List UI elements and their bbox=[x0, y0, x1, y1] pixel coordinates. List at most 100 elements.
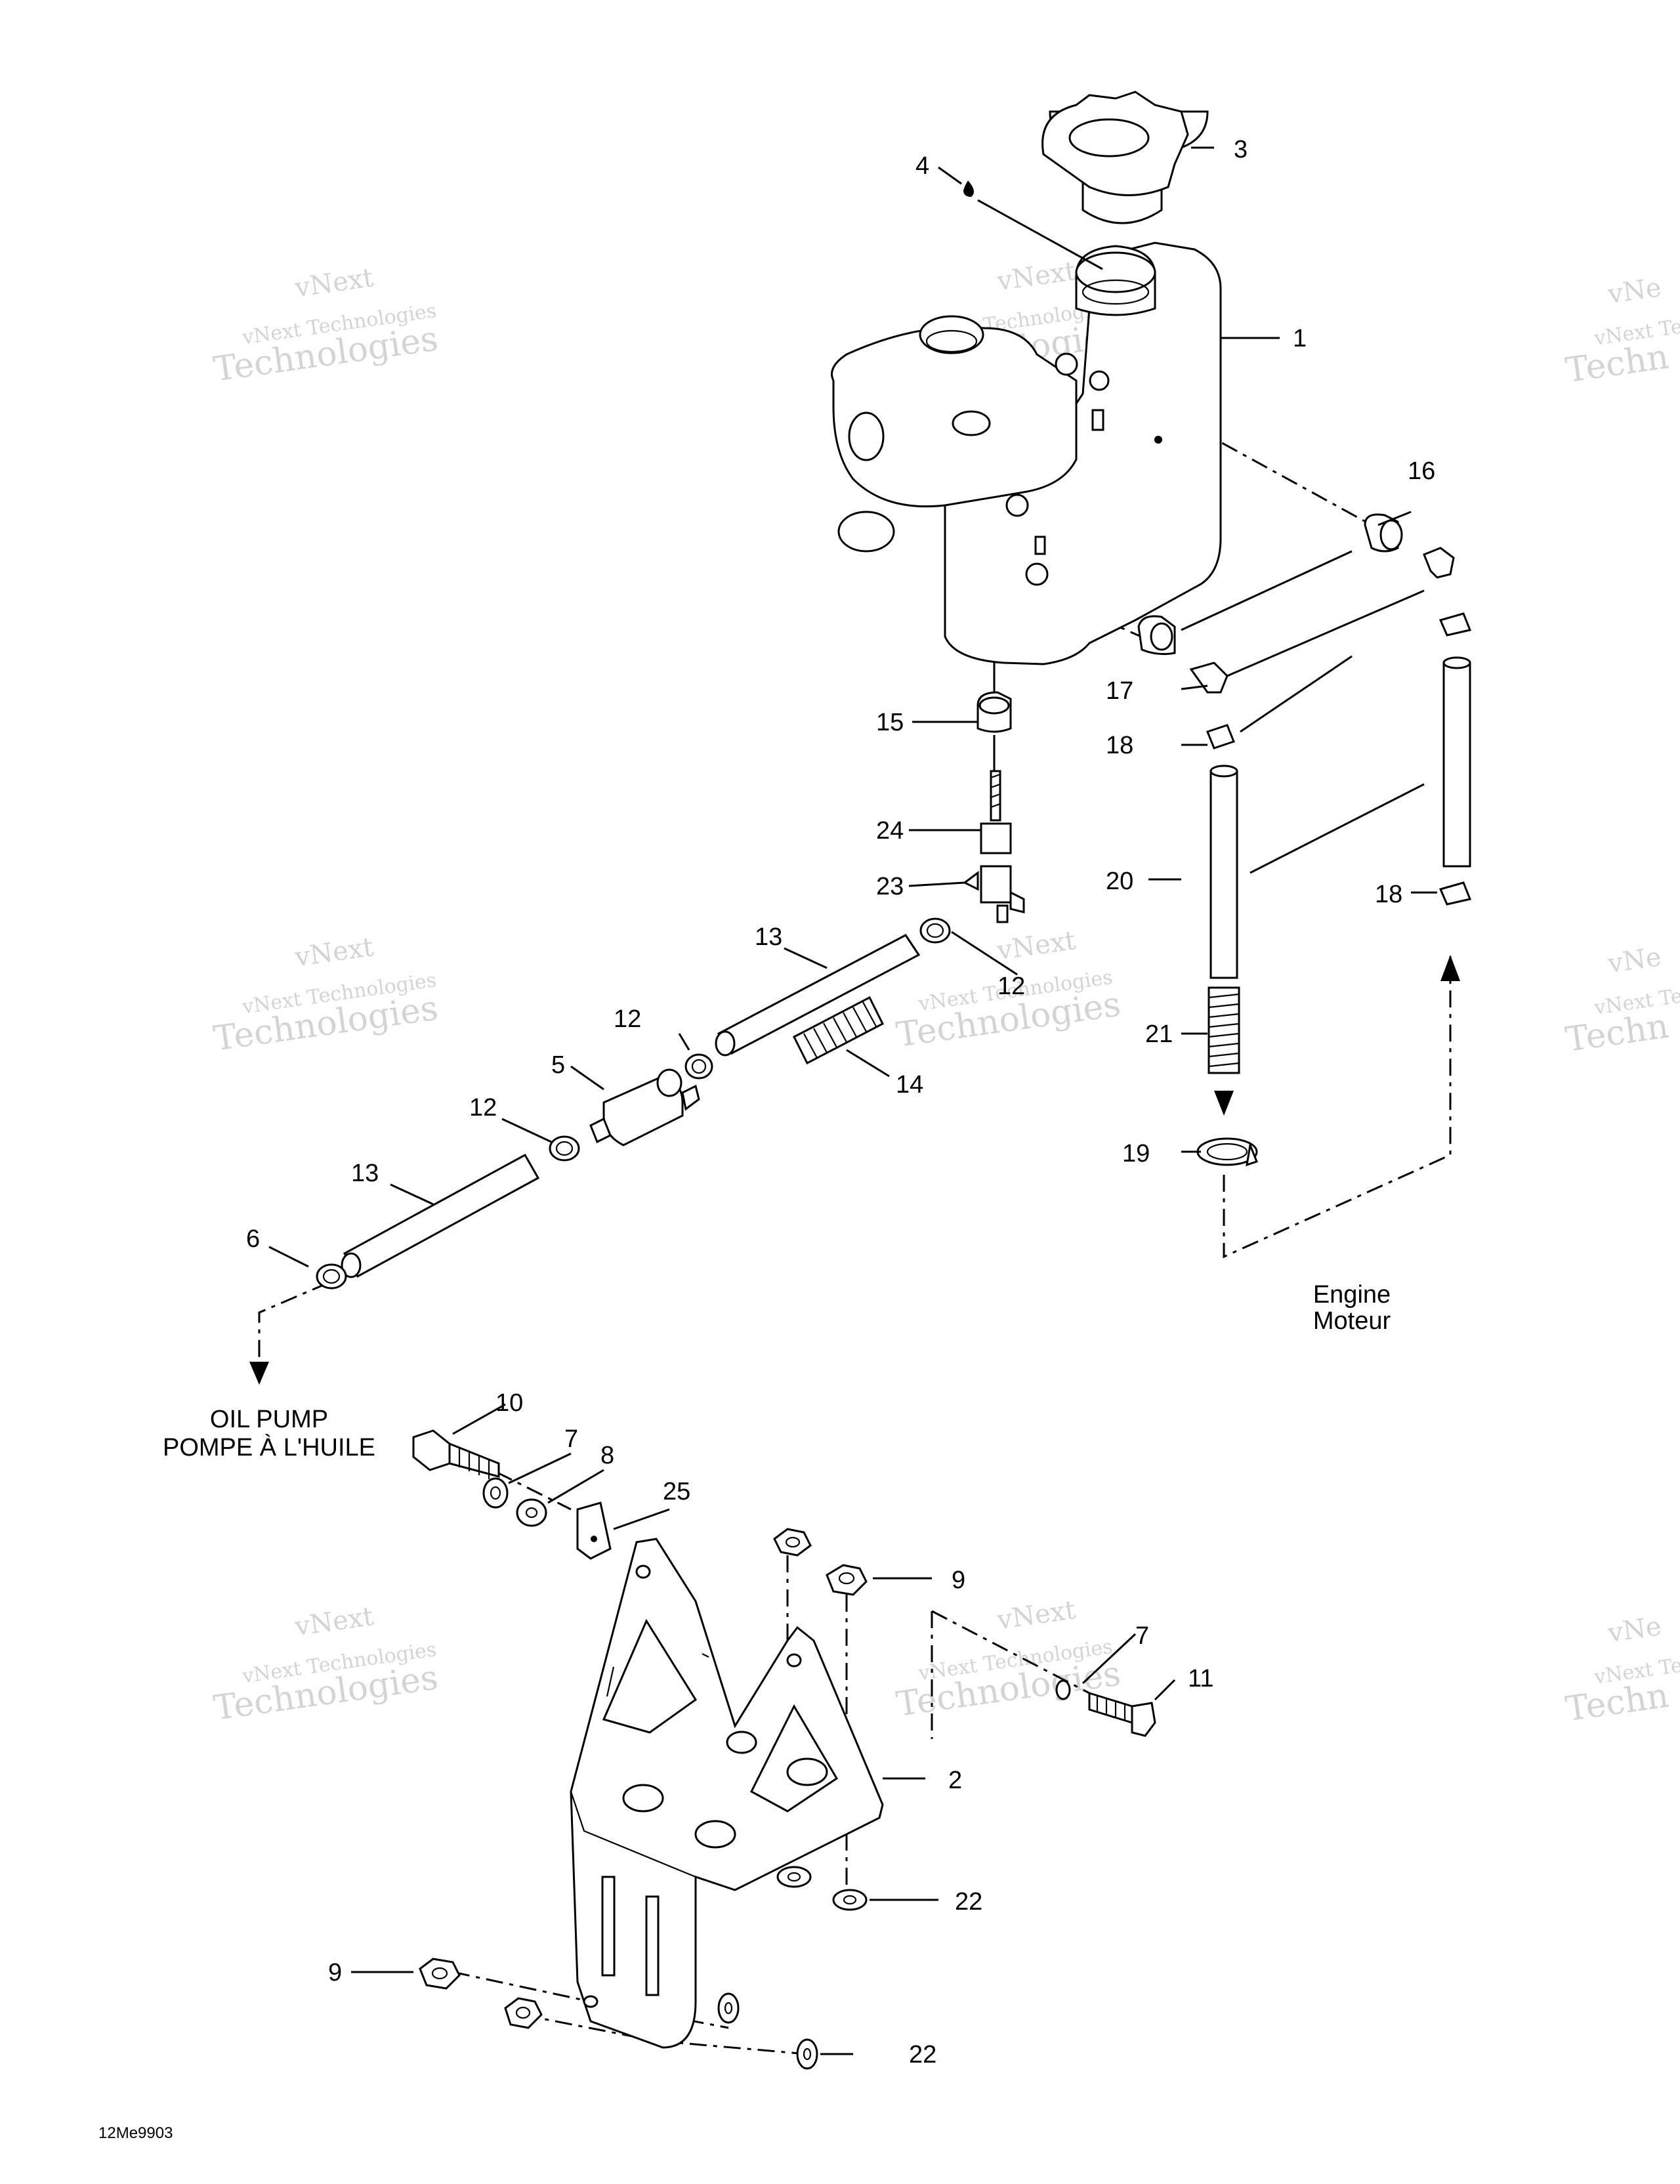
callout-13: 13 bbox=[755, 923, 782, 951]
callout-6: 6 bbox=[246, 1225, 260, 1253]
watermark-text: vNe bbox=[1605, 1611, 1663, 1648]
callout-3: 3 bbox=[1234, 136, 1248, 163]
part-clip-25 bbox=[576, 1502, 612, 1560]
flow-arrows bbox=[249, 955, 1460, 1385]
part-washer-7-right bbox=[1055, 1679, 1071, 1700]
callout-12: 12 bbox=[998, 973, 1025, 1000]
destination-labels: Engine Moteur OIL PUMP POMPE À L'HUILE 1… bbox=[98, 1281, 1391, 2142]
watermark-bottom-right: vNe vNext Tec Techn bbox=[1563, 1611, 1680, 1729]
leader-lines bbox=[268, 146, 1437, 2055]
watermark-top-left: vNext vNext Technologies Technologies bbox=[211, 262, 440, 390]
part-nut-9-bottom-right bbox=[504, 1997, 543, 2029]
callout-23: 23 bbox=[876, 873, 904, 900]
oil-pump-label: OIL PUMP bbox=[210, 1406, 328, 1433]
callout-9: 9 bbox=[952, 1566, 965, 1594]
dashed-line-to-oil-pump bbox=[258, 1282, 329, 1372]
watermark-top-right: vNe vNext Tec Techn bbox=[1563, 272, 1680, 390]
part-drop-icon bbox=[963, 180, 974, 197]
callout-24: 24 bbox=[876, 817, 904, 845]
part-filter-5 bbox=[589, 1068, 700, 1146]
part-grommet-16 bbox=[1364, 513, 1403, 553]
part-washer-7 bbox=[482, 1477, 509, 1509]
watermark-text: vNext bbox=[995, 1595, 1078, 1635]
callout-7: 7 bbox=[564, 1425, 578, 1453]
callout-labels: 3 4 1 16 17 18 20 18 21 19 15 24 23 13 1… bbox=[246, 136, 1435, 2068]
watermark-mid-right: vNe vNext Tec Techn bbox=[1563, 942, 1680, 1060]
callout-12: 12 bbox=[614, 1005, 641, 1033]
watermark-text: vNext bbox=[995, 925, 1078, 966]
part-grommet-17 bbox=[1137, 615, 1228, 694]
watermark-text: vNext bbox=[995, 256, 1078, 297]
arrow-down-icon bbox=[249, 1362, 269, 1385]
part-washer-22-bottom-left bbox=[717, 1992, 740, 2024]
part-hose-13-upper bbox=[715, 934, 921, 1057]
dashed-line-bolt-11 bbox=[931, 1610, 1090, 1739]
part-washer-8 bbox=[516, 1498, 547, 1527]
part-bolt-11 bbox=[1088, 1691, 1156, 1737]
callout-19: 19 bbox=[1122, 1140, 1150, 1167]
part-nut-9-bottom-left bbox=[419, 1958, 461, 1990]
part-nut-9-top-left bbox=[773, 1528, 812, 1557]
watermark-bottom-left: vNext vNext Technologies Technologies bbox=[211, 1601, 440, 1729]
part-spring-21 bbox=[1208, 986, 1240, 1074]
part-clamp-12-mid bbox=[684, 1053, 713, 1080]
watermark-text: Techn bbox=[1563, 1676, 1671, 1729]
callout-5: 5 bbox=[551, 1051, 565, 1079]
part-hose-20 bbox=[1209, 765, 1238, 979]
callout-10: 10 bbox=[495, 1389, 523, 1417]
callout-25: 25 bbox=[663, 1478, 690, 1505]
watermark-text: vNext bbox=[293, 262, 375, 303]
callout-18: 18 bbox=[1375, 881, 1402, 908]
part-right-hose bbox=[1438, 612, 1472, 906]
watermark-bottom-center: vNext vNext Technologies Technologies bbox=[894, 1595, 1123, 1725]
callout-11: 11 bbox=[1188, 1665, 1213, 1692]
callout-12: 12 bbox=[469, 1094, 497, 1122]
engine-label: Engine bbox=[1313, 1281, 1391, 1309]
part-fitting-24 bbox=[980, 770, 1012, 854]
part-oil-tank bbox=[831, 242, 1222, 665]
callout-16: 16 bbox=[1408, 457, 1435, 485]
part-elbow-16 bbox=[1423, 547, 1455, 579]
part-filler-cap bbox=[1041, 91, 1209, 224]
part-clamp-12-lower bbox=[549, 1135, 580, 1162]
part-clamp-18 bbox=[1206, 724, 1235, 749]
part-spring-14 bbox=[792, 996, 885, 1065]
callout-4: 4 bbox=[915, 152, 929, 180]
part-clamp-19 bbox=[1196, 1137, 1258, 1167]
callout-1: 1 bbox=[1293, 325, 1307, 352]
callout-21: 21 bbox=[1145, 1020, 1173, 1048]
callout-2: 2 bbox=[948, 1767, 962, 1794]
callout-7: 7 bbox=[1135, 1622, 1149, 1650]
part-valve-23 bbox=[963, 865, 1025, 923]
dashed-line-bolt-10 bbox=[465, 1456, 572, 1511]
part-clamp-12-top bbox=[919, 917, 951, 944]
part-nut-9-top-right bbox=[826, 1564, 868, 1596]
part-washer-22-upper bbox=[776, 1866, 812, 1888]
part-grommet-15 bbox=[976, 691, 1012, 733]
callout-17: 17 bbox=[1106, 677, 1133, 705]
part-hose-13-lower bbox=[341, 1153, 540, 1278]
part-bracket-2 bbox=[570, 1538, 884, 2049]
callout-14: 14 bbox=[896, 1071, 923, 1099]
callout-8: 8 bbox=[600, 1442, 614, 1469]
figure-code: 12Me9903 bbox=[98, 2124, 173, 2142]
part-washer-22-bottom-right bbox=[796, 2038, 818, 2070]
callout-15: 15 bbox=[876, 709, 904, 736]
dashed-line-engine-loop bbox=[1223, 952, 1452, 1259]
part-bolt-10 bbox=[412, 1429, 500, 1479]
part-clamp-6 bbox=[316, 1263, 347, 1290]
pompe-a-huile-label: POMPE À L'HUILE bbox=[163, 1433, 375, 1461]
callout-13: 13 bbox=[351, 1160, 379, 1187]
arrow-up-icon bbox=[1440, 955, 1460, 981]
watermark-text: vNe bbox=[1605, 942, 1663, 979]
watermark-text: vNext bbox=[293, 1601, 375, 1642]
watermark-text: vNext bbox=[293, 932, 375, 973]
arrow-down-icon bbox=[1214, 1091, 1234, 1116]
moteur-label: Moteur bbox=[1313, 1307, 1391, 1335]
callout-22: 22 bbox=[955, 1888, 982, 1916]
callout-18: 18 bbox=[1106, 732, 1133, 759]
callout-9: 9 bbox=[328, 1959, 342, 1986]
watermark-text: Techn bbox=[1563, 337, 1671, 390]
watermark-mid-left: vNext vNext Technologies Technologies bbox=[211, 932, 440, 1059]
